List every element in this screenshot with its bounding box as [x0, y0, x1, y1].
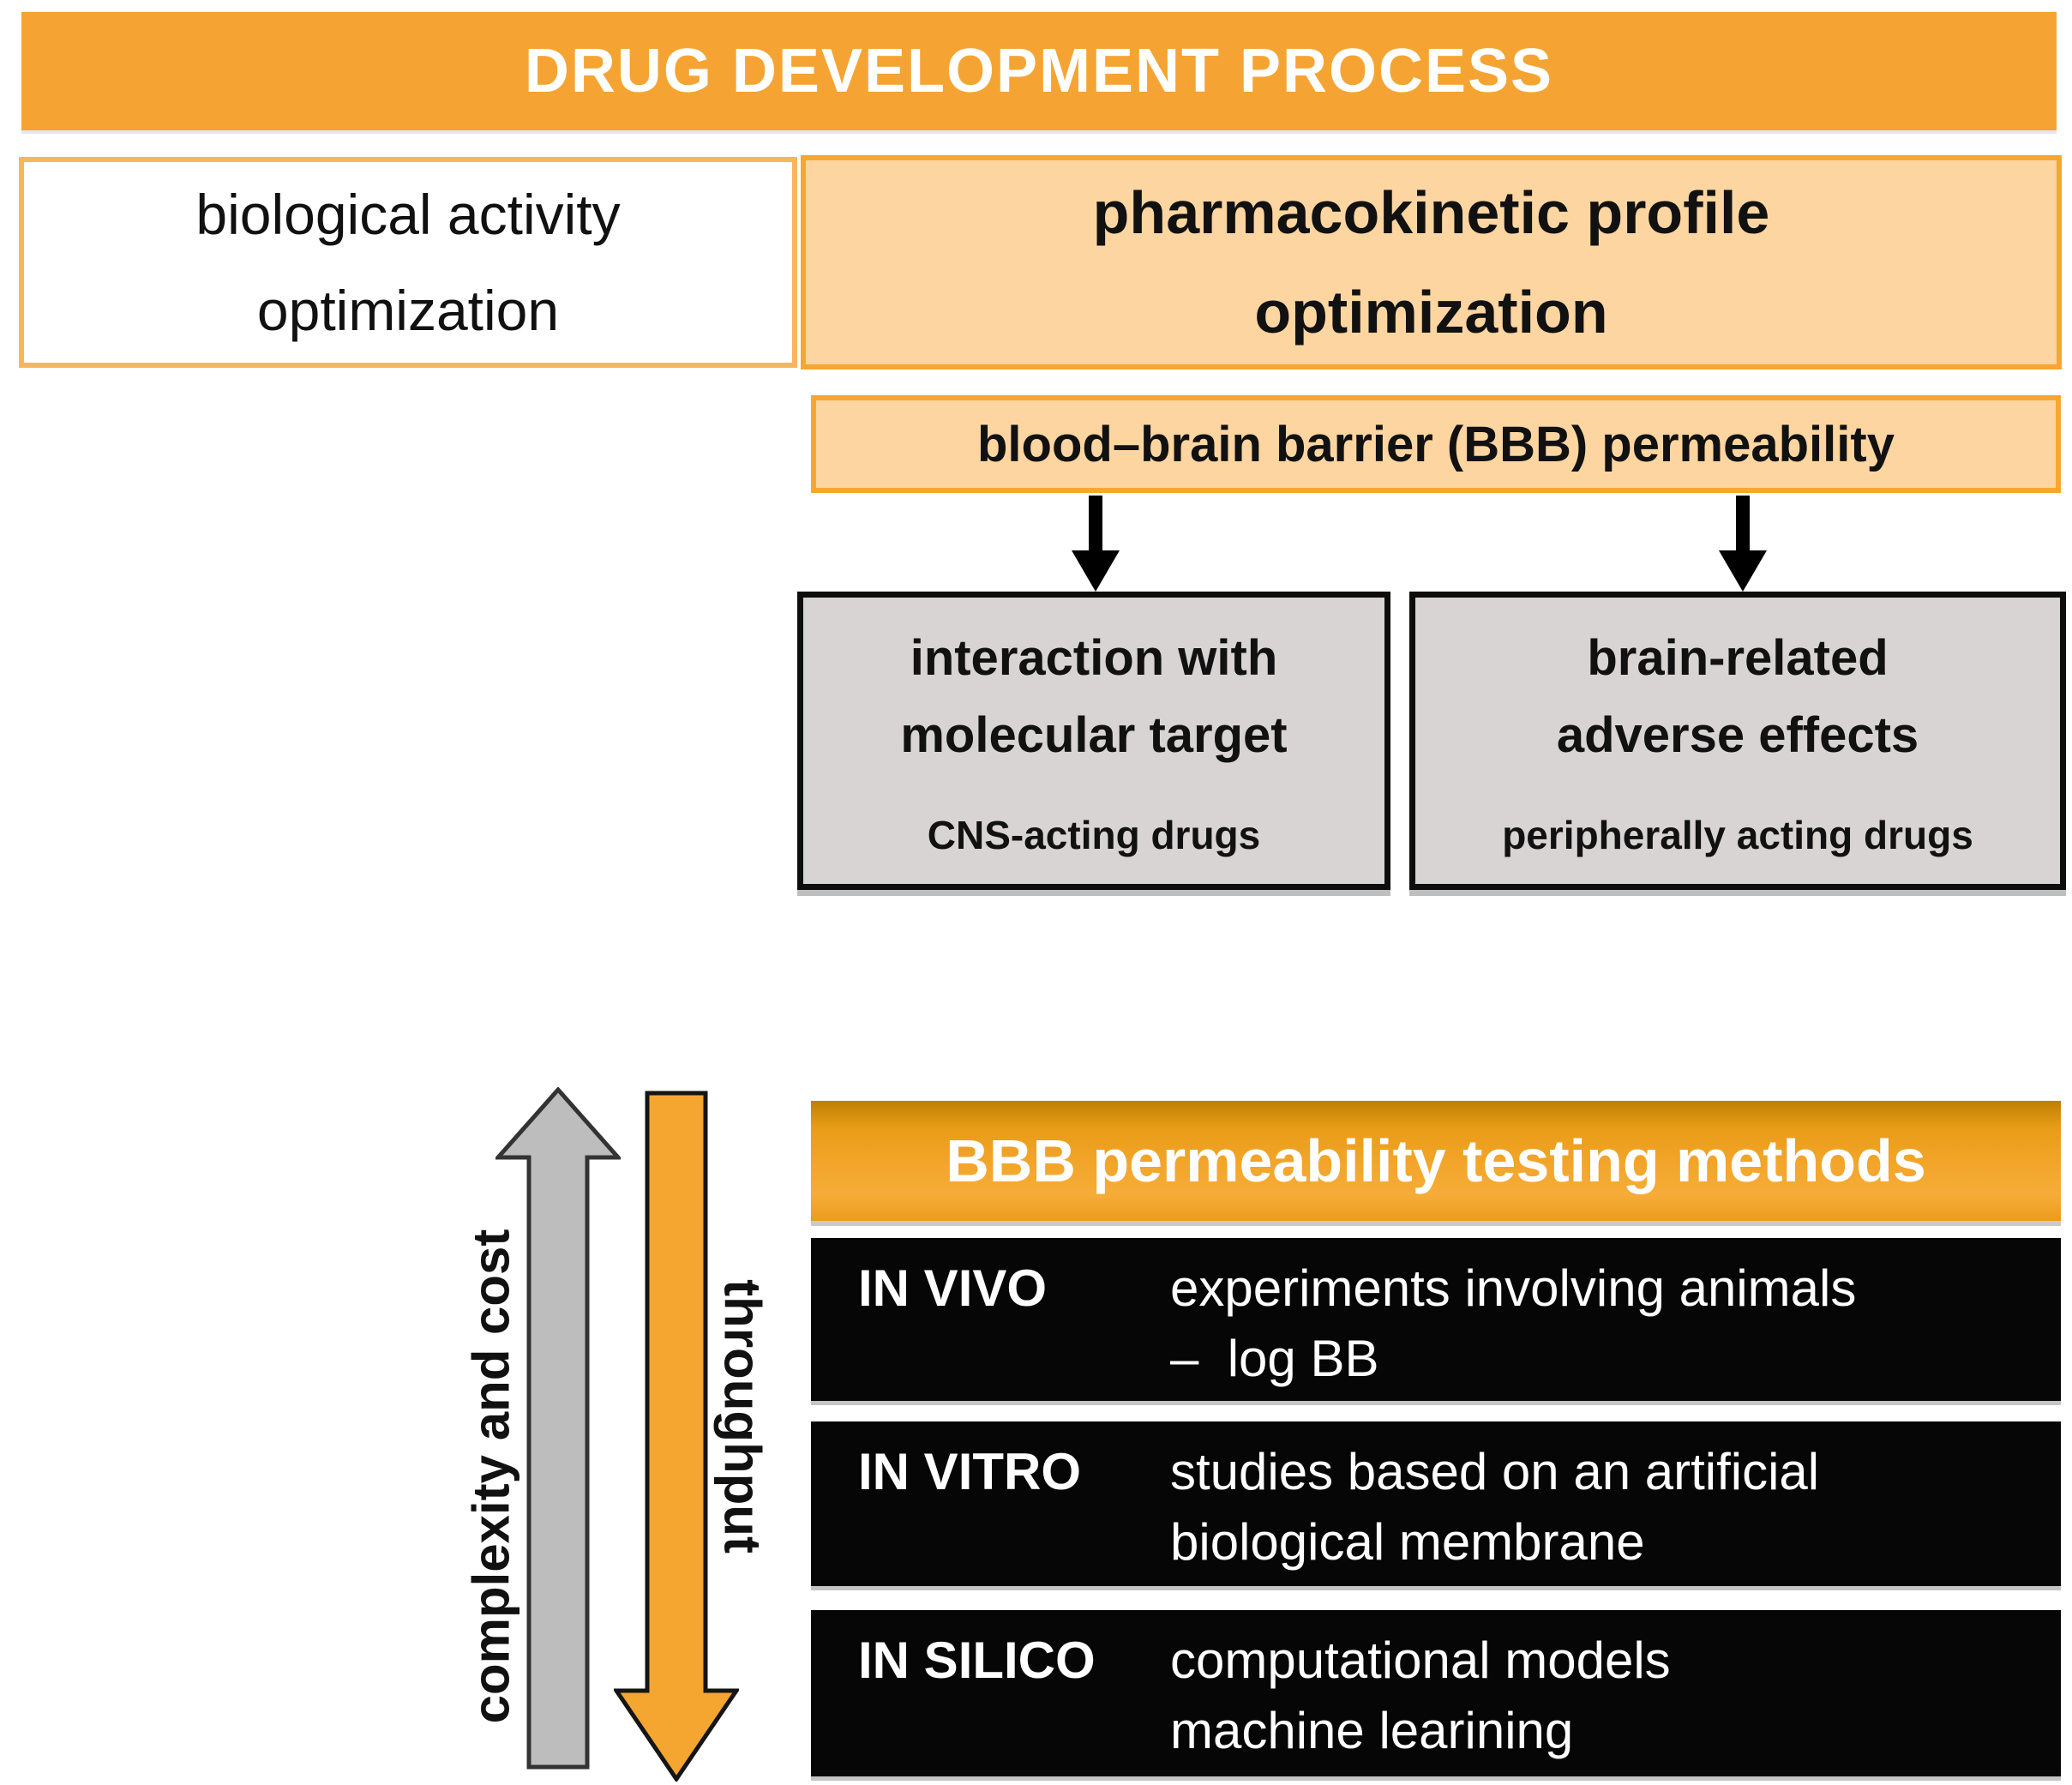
in-vitro-description: studies based on an artificial biologica…: [1170, 1437, 1819, 1578]
throughput-label: throughput: [713, 1279, 772, 1554]
pharmacokinetic-profile-box: pharmacokinetic profile optimization: [801, 155, 2062, 370]
in-vitro-desc-line2: biological membrane: [1170, 1513, 1645, 1571]
in-vivo-description: experiments involving animals – log BB: [1170, 1253, 1856, 1394]
pharmacokinetic-line2: optimization: [1254, 279, 1608, 346]
pharmacokinetic-line1: pharmacokinetic profile: [1092, 179, 1770, 246]
biological-activity-line1: biological activity: [195, 183, 621, 246]
method-row-in-vitro: IN VITRO studies based on an artificial …: [811, 1421, 2061, 1586]
peripherally-acting-drugs-label: peripherally acting drugs: [1502, 813, 1973, 857]
adverse-effects-title: brain-related adverse effects: [1557, 598, 1919, 774]
in-silico-desc-line1: computational models: [1170, 1632, 1671, 1689]
in-vitro-desc-line1: studies based on an artificial: [1170, 1443, 1820, 1500]
adverse-effects-box: brain-related adverse effects peripheral…: [1409, 592, 2066, 890]
down-arrow-icon: [1072, 496, 1120, 592]
bbb-permeability-label: blood–brain barrier (BBB) permeability: [977, 416, 1895, 472]
in-silico-description: computational models machine learining: [1170, 1626, 1671, 1766]
drug-development-banner-title: DRUG DEVELOPMENT PROCESS: [524, 37, 1554, 105]
interaction-title-line1: interaction with: [910, 630, 1278, 686]
bbb-permeability-box: blood–brain barrier (BBB) permeability: [811, 395, 2061, 493]
drug-development-banner: DRUG DEVELOPMENT PROCESS: [21, 12, 2057, 130]
biological-activity-box: biological activity optimization: [19, 157, 797, 368]
cns-acting-drugs-label: CNS-acting drugs: [927, 813, 1261, 857]
method-row-in-vivo: IN VIVO experiments involving animals – …: [811, 1238, 2061, 1401]
in-silico-label: IN SILICO: [858, 1632, 1096, 1689]
adverse-title-line2: adverse effects: [1556, 707, 1919, 763]
interaction-title-line2: molecular target: [900, 707, 1288, 763]
complexity-and-cost-label: complexity and cost: [462, 1229, 520, 1724]
down-arrow-icon: [1719, 496, 1767, 592]
in-vitro-label: IN VITRO: [858, 1443, 1082, 1500]
interaction-target-box: interaction with molecular target CNS-ac…: [797, 592, 1390, 890]
in-silico-desc-line2: machine learining: [1170, 1702, 1574, 1759]
in-vivo-desc-line1: experiments involving animals: [1170, 1259, 1857, 1317]
bbb-testing-methods-banner: BBB permeability testing methods: [811, 1101, 2061, 1221]
interaction-target-title: interaction with molecular target: [900, 598, 1287, 774]
biological-activity-line2: optimization: [256, 279, 560, 342]
in-vivo-desc-line2: – log BB: [1170, 1330, 1379, 1387]
in-vivo-label: IN VIVO: [858, 1259, 1048, 1317]
complexity-up-arrow-icon: [495, 1087, 621, 1770]
method-row-in-silico: IN SILICO computational models machine l…: [811, 1610, 2061, 1776]
throughput-down-arrow-icon: [614, 1091, 739, 1782]
adverse-title-line1: brain-related: [1587, 630, 1889, 686]
bbb-testing-methods-title: BBB permeability testing methods: [946, 1127, 1926, 1194]
